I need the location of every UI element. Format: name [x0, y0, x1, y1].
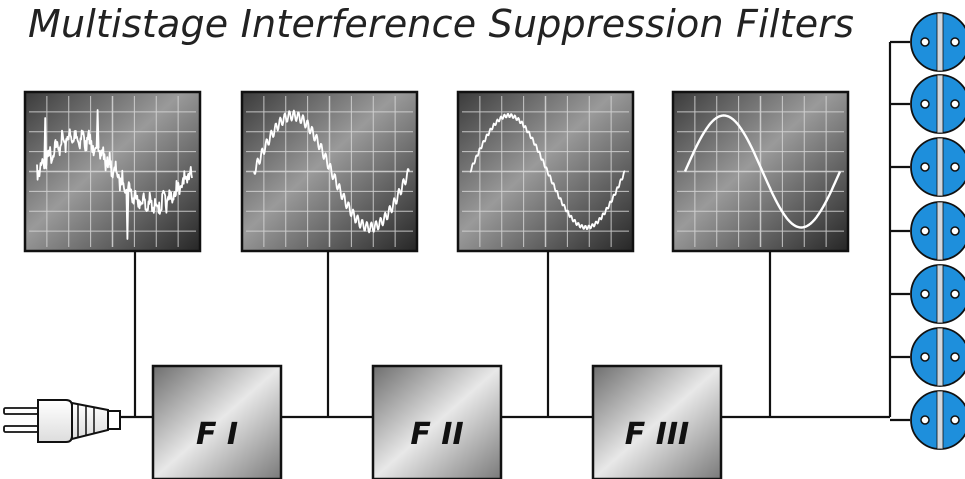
page-title: Multistage Interference Suppression Filt… — [28, 2, 855, 46]
power-socket-icon — [890, 137, 965, 197]
signal-trace — [253, 109, 410, 234]
signal-trace — [683, 114, 842, 229]
filter-box-3: F III — [591, 364, 723, 479]
filter-label: F II — [410, 417, 463, 452]
filter-label: F III — [625, 417, 689, 452]
power-socket-icon — [890, 12, 965, 72]
power-socket-icon — [890, 201, 965, 261]
oscilloscope-2 — [240, 90, 419, 253]
filter-box-1: F I — [151, 364, 283, 479]
filter-box-2: F II — [371, 364, 503, 479]
power-socket-icon — [890, 74, 965, 134]
filter-label: F I — [196, 417, 238, 452]
scope-grid — [29, 96, 196, 247]
oscilloscope-1 — [23, 90, 202, 253]
power-plug-icon — [3, 399, 121, 443]
oscilloscope-3 — [456, 90, 635, 253]
scope-grid — [677, 96, 844, 247]
power-socket-icon — [890, 264, 965, 324]
power-socket-icon — [890, 327, 965, 387]
power-socket-icon — [890, 390, 965, 450]
signal-trace — [36, 109, 193, 240]
signal-trace — [469, 113, 626, 230]
oscilloscope-4 — [671, 90, 850, 253]
